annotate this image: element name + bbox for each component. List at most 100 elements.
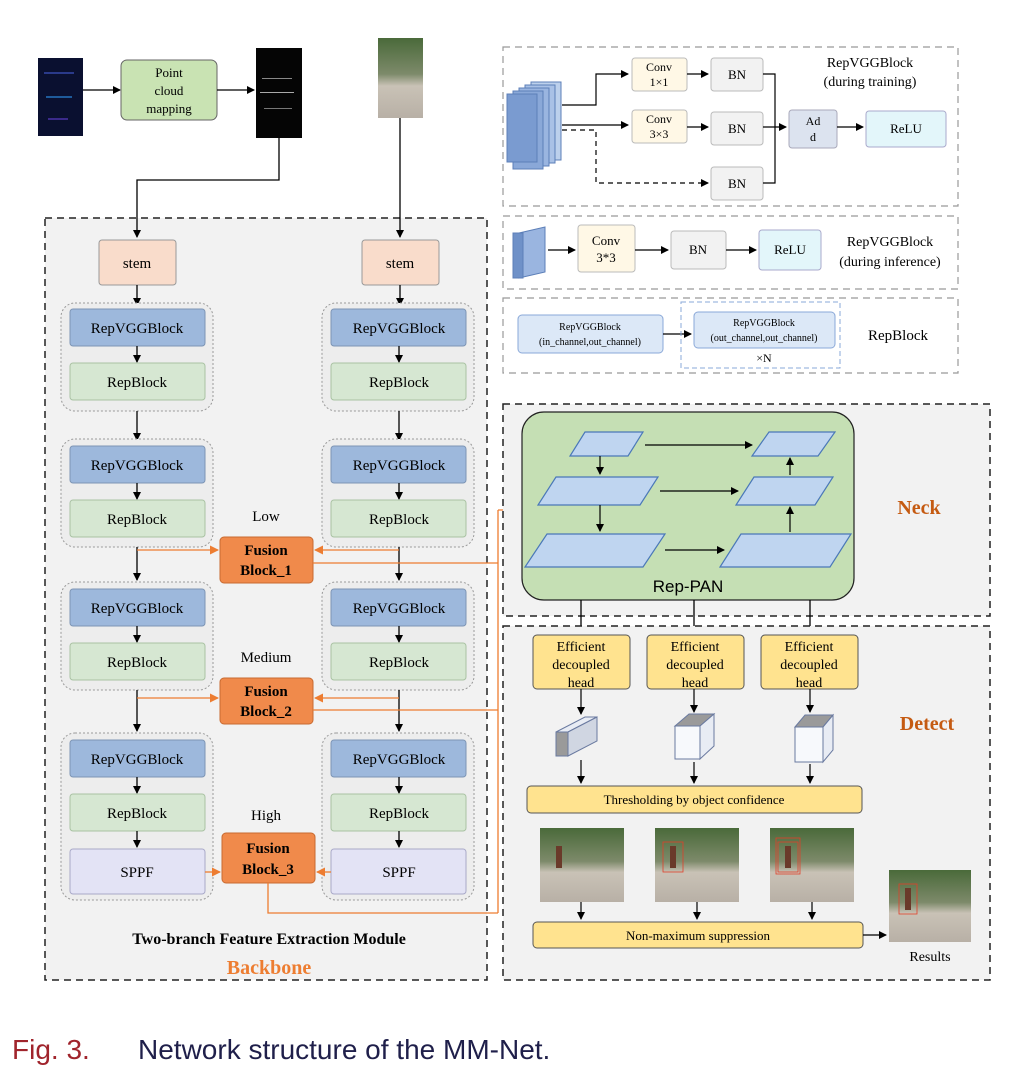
train-conv1-line-1: Conv bbox=[646, 60, 672, 74]
right-s1-repvgg-label: RepVGGBlock bbox=[353, 321, 446, 337]
train-bn-3: BN bbox=[728, 176, 747, 191]
right-s4-repvgg-label: RepVGGBlock bbox=[353, 752, 446, 768]
right-stage-1: RepVGGBlock RepBlock bbox=[321, 302, 475, 412]
train-conv3-line-2: 3×3 bbox=[650, 127, 669, 141]
right-s3-repvgg-label: RepVGGBlock bbox=[353, 601, 446, 617]
module-title: Two-branch Feature Extraction Module bbox=[132, 931, 406, 948]
caption-text: Network structure of the MM-Net. bbox=[138, 1034, 550, 1065]
neck-title: Neck bbox=[897, 497, 941, 519]
fusion-3-line-1: Fusion bbox=[246, 841, 290, 857]
repblock-title: RepBlock bbox=[868, 328, 928, 344]
head-2-line-1: Efficient bbox=[671, 640, 720, 655]
infer-conv-line-1: Conv bbox=[592, 233, 621, 248]
results-image bbox=[889, 870, 971, 942]
left-s4-repblock-label: RepBlock bbox=[107, 806, 167, 822]
infer-conv-line-2: 3*3 bbox=[596, 250, 616, 265]
cuboid-large-icon bbox=[793, 713, 835, 764]
results-label: Results bbox=[909, 950, 950, 965]
left-stage-3: RepVGGBlock RepBlock bbox=[60, 581, 214, 691]
head-2-line-3: head bbox=[682, 676, 708, 691]
fusion-1-line-2: Block_1 bbox=[240, 563, 292, 579]
train-add-line-2: d bbox=[810, 130, 816, 144]
repblock-right-line-2: (out_channel,out_channel) bbox=[711, 333, 818, 344]
point-cloud-mapping-line-3: mapping bbox=[146, 101, 192, 116]
point-cloud-mapping-line-1: Point bbox=[155, 65, 183, 80]
fusion-2-line-2: Block_2 bbox=[240, 704, 292, 720]
infer-relu: ReLU bbox=[774, 242, 806, 257]
left-s3-repblock-label: RepBlock bbox=[107, 655, 167, 671]
right-stage-2: RepVGGBlock RepBlock bbox=[321, 438, 475, 548]
detection-image-1 bbox=[540, 828, 624, 902]
thresholding-label: Thresholding by object confidence bbox=[604, 792, 785, 807]
head-1: Efficient decoupled head bbox=[532, 634, 631, 691]
fusion-block-2 bbox=[219, 677, 314, 725]
fusion-3-line-2: Block_3 bbox=[242, 862, 294, 878]
level-high-label: High bbox=[251, 808, 282, 824]
level-low-label: Low bbox=[252, 509, 280, 525]
head-3-line-3: head bbox=[796, 676, 822, 691]
left-s2-repblock-label: RepBlock bbox=[107, 512, 167, 528]
right-s1-repblock-label: RepBlock bbox=[369, 375, 429, 391]
left-sppf-label: SPPF bbox=[120, 865, 153, 881]
nms-label: Non-maximum suppression bbox=[626, 928, 771, 943]
right-s4-repblock-label: RepBlock bbox=[369, 806, 429, 822]
head-3: Efficient decoupled head bbox=[760, 634, 859, 691]
train-conv3-line-1: Conv bbox=[646, 112, 672, 126]
head-1-line-2: decoupled bbox=[552, 658, 610, 673]
repblock-right-line-1: RepVGGBlock bbox=[733, 318, 795, 329]
left-s2-repvgg-label: RepVGGBlock bbox=[91, 458, 184, 474]
right-s3-repblock-label: RepBlock bbox=[369, 655, 429, 671]
feature-stack-training-icon bbox=[506, 81, 562, 170]
left-s1-repvgg-label: RepVGGBlock bbox=[91, 321, 184, 337]
left-stage-4: RepVGGBlock RepBlock SPPF bbox=[60, 732, 214, 901]
train-add-line-1: Ad bbox=[806, 114, 821, 128]
train-bn-2: BN bbox=[728, 121, 747, 136]
depth-map-image bbox=[256, 48, 302, 138]
left-s3-repvgg-label: RepVGGBlock bbox=[91, 601, 184, 617]
repblock-left-line-1: RepVGGBlock bbox=[559, 322, 621, 333]
head-2: Efficient decoupled head bbox=[646, 634, 745, 691]
detection-image-3 bbox=[770, 828, 854, 902]
left-s1-repblock-label: RepBlock bbox=[107, 375, 167, 391]
feature-stack-inference-icon bbox=[512, 226, 546, 279]
infer-title-line-2: (during inference) bbox=[839, 255, 941, 270]
head-2-line-2: decoupled bbox=[666, 658, 724, 673]
right-sppf-label: SPPF bbox=[382, 865, 415, 881]
train-relu: ReLU bbox=[890, 121, 922, 136]
head-3-line-2: decoupled bbox=[780, 658, 838, 673]
rep-pan-label: Rep-PAN bbox=[653, 577, 724, 596]
train-title-line-2: (during training) bbox=[824, 75, 917, 90]
backbone-title: Backbone bbox=[227, 957, 312, 979]
left-s4-repvgg-label: RepVGGBlock bbox=[91, 752, 184, 768]
rep-pan-pyramid bbox=[523, 431, 853, 568]
right-stage-4: RepVGGBlock RepBlock SPPF bbox=[321, 732, 475, 901]
repblock-times-n: ×N bbox=[756, 351, 772, 365]
right-stage-3: RepVGGBlock RepBlock bbox=[321, 581, 475, 691]
infer-bn: BN bbox=[689, 242, 708, 257]
infer-title-line-1: RepVGGBlock bbox=[847, 235, 933, 250]
right-s2-repblock-label: RepBlock bbox=[369, 512, 429, 528]
train-title-line-1: RepVGGBlock bbox=[827, 56, 913, 71]
cuboid-small-icon bbox=[555, 716, 598, 757]
right-s2-repvgg-label: RepVGGBlock bbox=[353, 458, 446, 474]
lidar-input-image bbox=[38, 58, 83, 136]
fusion-1-line-1: Fusion bbox=[244, 543, 288, 559]
head-1-line-3: head bbox=[568, 676, 594, 691]
point-cloud-mapping-line-2: cloud bbox=[155, 83, 184, 98]
rgb-input-image bbox=[378, 38, 423, 118]
detection-image-2 bbox=[655, 828, 739, 902]
train-conv1-line-2: 1×1 bbox=[650, 75, 669, 89]
legend-inference-panel bbox=[502, 215, 959, 290]
repblock-left-line-2: (in_channel,out_channel) bbox=[539, 337, 641, 348]
cuboid-medium-icon bbox=[673, 712, 716, 761]
level-medium-label: Medium bbox=[241, 650, 292, 666]
thresholding-bar bbox=[526, 785, 863, 814]
left-stage-2: RepVGGBlock RepBlock bbox=[60, 438, 214, 548]
fusion-2-line-1: Fusion bbox=[244, 684, 288, 700]
head-3-line-1: Efficient bbox=[785, 640, 834, 655]
detect-title: Detect bbox=[900, 713, 955, 735]
train-bn-1: BN bbox=[728, 67, 747, 82]
left-stage-1: RepVGGBlock RepBlock bbox=[60, 302, 214, 412]
caption-fig-label: Fig. 3. bbox=[12, 1034, 90, 1065]
